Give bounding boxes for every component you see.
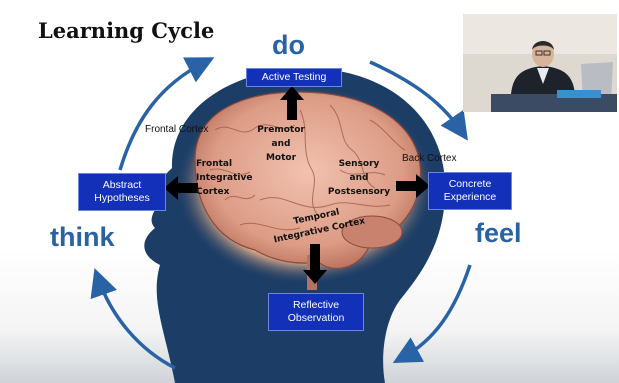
speaker-video [463,14,617,112]
label-frontal-cortex: Frontal Cortex [145,124,209,135]
speaker-video-frame [463,14,617,112]
label-feel: feel [475,218,522,248]
box-concrete-line1: Concrete [448,178,492,190]
sensory-line2: and [349,173,369,183]
microphone [528,71,534,93]
speaker-face [532,41,554,67]
cycle-arrow-bottom-left [90,268,176,370]
premotor-line2: and [271,139,291,149]
premotor-line3: Motor [265,153,297,163]
desk [491,94,617,112]
box-active-testing-text: Active Testing [261,71,327,83]
box-abstract-line1: Abstract [102,179,142,191]
label-back-cortex: Back Cortex [402,153,457,164]
slide-title: Learning Cycle [38,18,215,43]
box-reflective-observation: Reflective Observation [268,293,364,331]
box-abstract-hypotheses: Abstract Hypotheses [78,173,166,211]
brain-folds [209,104,406,231]
frontal-integrative-line2: Integrative [196,173,253,183]
cycle-arrow-top-right [369,60,468,141]
arrow-left [164,176,198,200]
label-premotor: Premotor and Motor [252,123,310,165]
arrow-up [280,86,304,120]
sensory-line1: Sensory [338,159,380,169]
frontal-integrative-line1: Frontal [196,159,233,169]
label-frontal-integrative: Frontal Integrative Cortex [196,157,270,199]
box-concrete-line2: Experience [443,191,497,203]
box-abstract-line2: Hypotheses [94,192,150,204]
frontal-integrative-line3: Cortex [196,187,230,197]
cerebellum [341,215,403,249]
region-arrows [164,86,430,284]
nameplate [557,90,601,98]
arrow-down [303,244,327,284]
label-do: do [272,30,305,60]
sensory-line3: Postsensory [327,187,391,197]
cycle-arrow-top-left [118,57,215,171]
cycle-arrow-bottom-right [392,264,472,364]
box-concrete-experience: Concrete Experience [428,172,512,210]
label-think: think [50,222,115,252]
premotor-line1: Premotor [257,125,305,135]
box-reflective-line1: Reflective [292,299,340,311]
box-reflective-line2: Observation [287,312,345,324]
box-active-testing: Active Testing [246,68,342,87]
label-sensory: Sensory and Postsensory [324,157,394,199]
cycle-arrows [90,57,472,370]
arrow-right [396,174,430,198]
